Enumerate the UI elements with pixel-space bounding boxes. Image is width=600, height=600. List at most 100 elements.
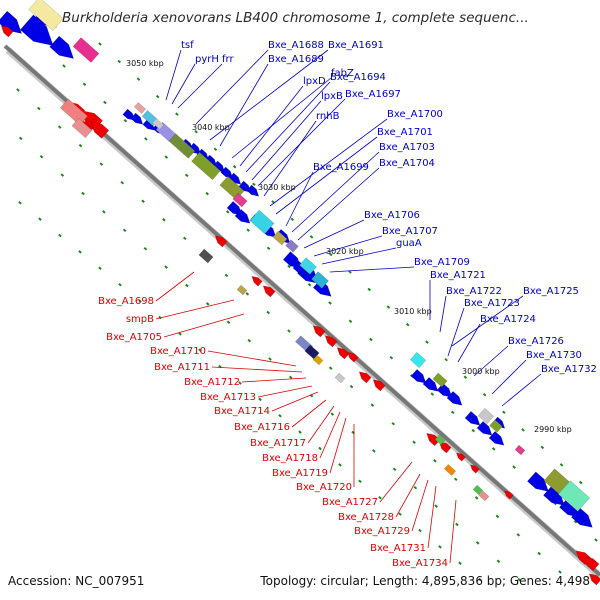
gene-block	[514, 444, 526, 456]
gene-arrow	[527, 471, 549, 492]
gene-label-forward: Bxe_A1707	[382, 226, 438, 237]
gene-label-reverse: Bxe_A1734	[392, 558, 448, 569]
gene-block	[477, 407, 495, 425]
gene-arrow	[504, 490, 514, 500]
label-leader	[155, 271, 195, 302]
tick-dot	[521, 428, 525, 432]
gene-block	[557, 480, 591, 512]
label-leader	[231, 77, 332, 159]
tick-dot	[474, 496, 479, 500]
tick-dot	[496, 559, 501, 563]
tick-dot	[268, 357, 272, 361]
tick-dot	[512, 465, 516, 469]
tick-dot	[185, 283, 189, 288]
gene-block	[299, 257, 317, 275]
gene-block	[151, 118, 165, 130]
label-leader	[291, 151, 380, 233]
gene-label-reverse: Bxe_A1698	[98, 296, 154, 307]
gene-arrow	[446, 390, 463, 406]
tick-dot	[434, 504, 438, 508]
label-leader	[269, 118, 388, 207]
gene-arrow	[422, 376, 439, 392]
tick-dot	[18, 201, 22, 205]
tick-dot	[175, 112, 179, 116]
gene-arrow	[130, 112, 144, 125]
gene-arrow	[214, 235, 228, 248]
tick-dot	[238, 381, 242, 385]
tick-label: 3000 kbp	[462, 367, 500, 376]
gene-arrow	[588, 573, 600, 586]
tick-dot	[412, 440, 416, 444]
label-leader	[209, 49, 329, 141]
tick-dot	[123, 118, 128, 123]
label-leader	[303, 219, 365, 249]
label-leader	[427, 485, 437, 549]
gene-block	[334, 372, 346, 384]
tick-dot	[120, 180, 125, 185]
tick-dot	[328, 301, 332, 305]
tick-dot	[330, 412, 335, 416]
tick-dot	[136, 77, 141, 81]
gene-arrow	[372, 379, 386, 392]
gene-label-forward: Bxe_A1691	[328, 40, 384, 51]
tick-dot	[103, 100, 107, 105]
gene-block	[478, 490, 490, 502]
gene-arrow	[436, 382, 453, 398]
gene-arrow	[470, 464, 480, 474]
tick-dot	[224, 273, 229, 278]
tick-dot	[502, 410, 506, 415]
gene-arrow	[0, 10, 22, 34]
label-leader	[319, 411, 341, 459]
gene-arrow	[583, 556, 600, 572]
gene-arrow	[476, 420, 493, 436]
gene-arrow	[49, 35, 74, 59]
gene-arrow	[246, 184, 260, 197]
label-leader	[251, 100, 322, 181]
tick-dot	[495, 514, 500, 519]
gene-label-forward: Bxe_A1694	[330, 72, 386, 83]
tick-dot	[182, 236, 187, 241]
gene-label-reverse: Bxe_A1714	[214, 406, 270, 417]
tick-dot	[540, 445, 545, 450]
tick-dot	[62, 64, 66, 68]
tick-dot	[164, 265, 168, 269]
tick-dot	[475, 541, 480, 545]
tick-dot	[367, 287, 372, 292]
gene-label-forward: Bxe_A1722	[446, 286, 502, 297]
gene-label-forward: fabZ	[331, 68, 354, 79]
tick-dot	[450, 410, 455, 415]
label-leader	[263, 120, 317, 197]
tick-dot	[117, 59, 122, 64]
gene-label-reverse: Bxe_A1728	[338, 512, 394, 523]
gene-block	[312, 354, 324, 366]
tick-dot	[309, 235, 314, 239]
gene-arrow	[262, 285, 276, 298]
tick-label: 3010 kbp	[394, 307, 432, 316]
gene-label-forward: frr	[222, 54, 234, 65]
tick-dot	[288, 375, 293, 380]
gene-arrow	[464, 410, 481, 426]
gene-label-forward: pyrH	[195, 54, 219, 65]
gene-label-forward: Bxe_A1721	[430, 270, 486, 281]
label-leader	[449, 499, 457, 564]
gene-block	[285, 239, 299, 253]
label-leader	[379, 461, 413, 503]
label-leader	[297, 167, 380, 241]
gene-block	[472, 484, 484, 496]
tick-dot	[16, 88, 20, 92]
tick-dot	[318, 446, 322, 451]
gene-arrow	[228, 172, 242, 185]
tick-dot	[328, 366, 333, 370]
gene-arrow	[234, 208, 251, 224]
tick-dot	[99, 162, 104, 166]
gene-label-forward: Bxe_A1688	[268, 40, 324, 51]
label-leader	[271, 391, 319, 412]
tick-dot	[482, 393, 487, 397]
gene-label-reverse: smpB	[126, 314, 154, 325]
tick-dots-layer	[16, 42, 598, 582]
genes-layer	[0, 0, 600, 586]
label-leader	[321, 247, 397, 265]
label-leader	[245, 81, 331, 173]
label-leader	[501, 373, 542, 407]
tick-dot	[455, 522, 459, 527]
